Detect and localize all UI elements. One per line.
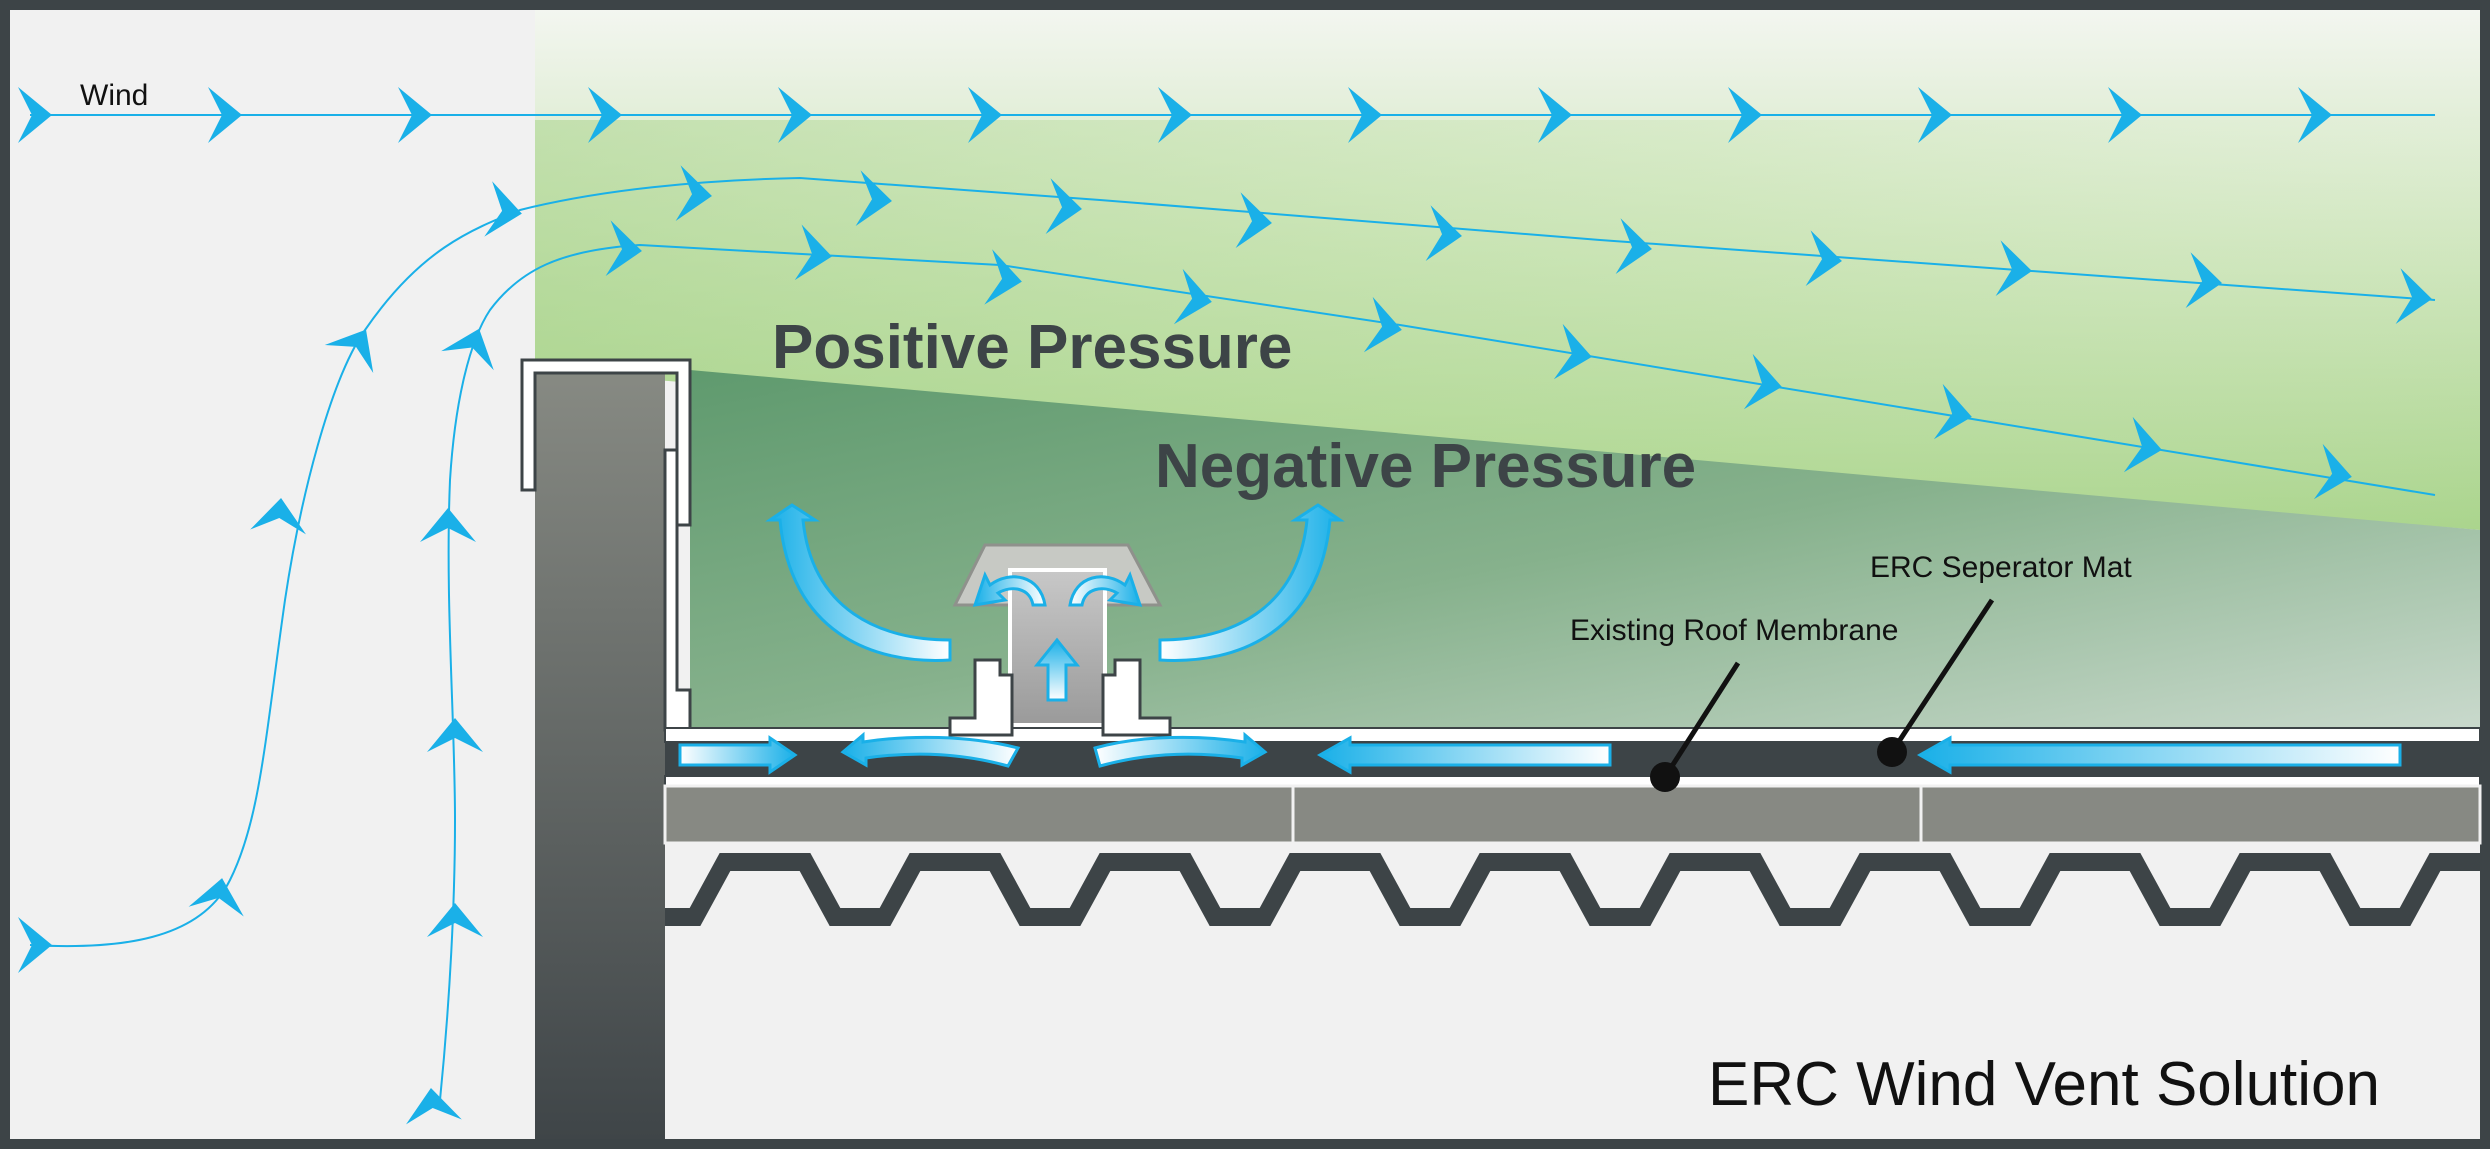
wind-chevron-icon [420, 508, 476, 542]
wind-label: Wind [80, 79, 148, 112]
wind-chevron-icon [1363, 296, 1402, 353]
wind-chevron-icon [1173, 268, 1212, 325]
wind-chevron-icon [188, 878, 244, 917]
wind-chevron-icon [427, 903, 483, 937]
wind-chevron-icon [984, 249, 1022, 305]
airflow-arrow-icon [1916, 735, 2402, 775]
corrugated-deck [665, 853, 2480, 926]
wind-chevron-icon [1805, 230, 1842, 286]
airflow-arrow-icon [1093, 731, 1268, 768]
wind-chevron-icon [1235, 192, 1272, 248]
wind-chevron-icon [1743, 353, 1782, 410]
negative-pressure-zone [690, 370, 2480, 728]
wind-chevron-icon [398, 87, 432, 143]
airflow-arrows [678, 503, 2402, 775]
wind-chevron-icon [2298, 87, 2332, 143]
wind-chevron-icon [855, 170, 892, 226]
wind-chevron-icon [605, 220, 642, 276]
wind-chevron-icon [1045, 178, 1082, 234]
wind-chevrons [18, 87, 2432, 1125]
diagram-title: ERC Wind Vent Solution [1708, 1050, 2380, 1119]
wind-chevron-icon [18, 917, 52, 973]
wind-chevron-icon [441, 328, 494, 371]
separator-mat-label: ERC Seperator Mat [1870, 551, 2132, 584]
airflow-arrow-icon [972, 571, 1047, 607]
wind-chevron-icon [324, 329, 374, 374]
insulation-board-2 [1291, 784, 1923, 845]
separator-leader-line [1889, 598, 1995, 754]
wind-streamline-3 [439, 243, 2436, 1101]
wind-chevron-icon [1615, 218, 1652, 274]
wind-chevron-icon [208, 87, 242, 143]
wind-chevron-icon [1933, 383, 1972, 440]
wind-chevron-icon [794, 224, 832, 281]
wind-chevron-icon [1158, 87, 1192, 143]
wind-chevron-icon [484, 181, 522, 237]
wind-chevron-icon [1995, 240, 2032, 296]
airflow-arrow-icon [765, 503, 952, 662]
positive-pressure-label: Positive Pressure [772, 313, 1292, 382]
wind-chevron-icon [2108, 87, 2142, 143]
airflow-arrow-icon [1316, 735, 1612, 775]
insulation-board-1 [663, 784, 1295, 845]
wind-chevron-icon [427, 718, 483, 752]
wind-chevron-icon [250, 498, 306, 535]
membrane-leader-dot [1650, 762, 1680, 792]
wind-chevron-icon [2123, 416, 2162, 473]
airflow-arrow-icon [678, 735, 798, 775]
wind-chevron-icon [675, 165, 712, 221]
airflow-arrow-icon [1033, 637, 1081, 702]
wind-chevron-icon [1538, 87, 1572, 143]
parapet-coping [520, 358, 692, 527]
separator-leader-dot [1877, 737, 1907, 767]
airflow-arrow-icon [1068, 571, 1143, 607]
insulation-board-3 [1919, 784, 2482, 845]
wind-chevron-icon [1728, 87, 1762, 143]
wind-chevron-icon [778, 87, 812, 143]
wind-chevron-icon [406, 1088, 462, 1125]
membrane-leader-line [1662, 661, 1741, 779]
wind-chevron-icon [968, 87, 1002, 143]
wind-chevron-icon [2395, 268, 2432, 324]
wind-chevron-icon [2313, 443, 2352, 500]
wind-chevron-icon [18, 87, 52, 143]
airflow-arrow-icon [840, 731, 1021, 768]
wind-chevron-icon [1425, 205, 1462, 261]
wind-chevron-icon [1918, 87, 1952, 143]
wind-chevron-icon [588, 87, 622, 143]
wind-chevron-icon [1348, 87, 1382, 143]
airflow-arrow-icon [1158, 503, 1345, 662]
positive-pressure-glow [535, 120, 2480, 530]
wind-chevron-icon [2185, 252, 2222, 308]
parapet-wall [535, 370, 665, 1139]
wind-chevron-icon [1553, 323, 1592, 380]
negative-pressure-label: Negative Pressure [1155, 432, 1696, 501]
roof-membrane-label: Existing Roof Membrane [1570, 614, 1898, 647]
